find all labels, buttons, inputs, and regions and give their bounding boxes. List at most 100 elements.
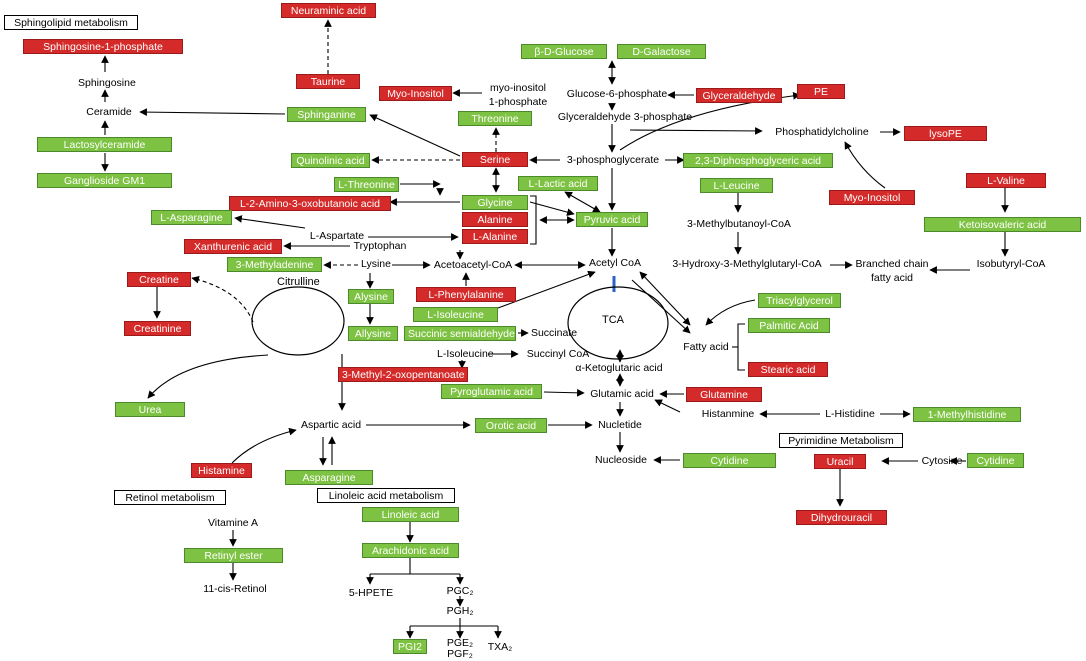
node-succinate: Succinate [530, 327, 578, 339]
node-triacylglycerol: Triacylglycerol [758, 293, 841, 308]
node-myo-inositol: Myo-Inositol [379, 86, 452, 101]
node-myo-inositol-2: Myo-Inositol [829, 190, 915, 205]
node-glyceraldehyde-3-phosphate: Glyceraldehyde 3-phosphate [557, 111, 693, 123]
node-sphingosine-1-phosphate: Sphingosine-1-phosphate [23, 39, 183, 54]
node-3-phosphoglycerate: 3-phosphoglycerate [566, 154, 660, 166]
node-3-methyl-2-oxopentanoate: 3-Methyl-2-oxopentanoate [338, 367, 468, 382]
node-ceramide: Ceramide [86, 106, 132, 118]
node-allysine: Allysine [348, 326, 398, 341]
node-taurine: Taurine [296, 74, 360, 89]
node-cytidine-2: Cytidine [967, 453, 1024, 468]
node-succinyl-coa: Succinyl CoA [526, 348, 590, 360]
node-5-hpete: 5-HPETE [348, 587, 394, 599]
edge-aspartate-asparagine [234, 215, 306, 229]
edge-acetyl-fattyacid-b [631, 279, 691, 334]
node-3-methyladenine: 3-Methyladenine [227, 257, 322, 272]
citrulline-cycle [251, 286, 345, 356]
node-histamine: Histamine [191, 463, 252, 478]
node-linoleic-acid: Linoleic acid [362, 507, 459, 522]
node-branched-chain-fatty-acid: Branched chain fatty acid [855, 258, 929, 284]
node-l-isoleucine: L-Isoleucine [437, 348, 494, 360]
node-palmitic-acid: Palmitic Acid [748, 318, 830, 333]
edge-acetyl-fattyacid [639, 271, 691, 326]
node-l-valine: L-Valine [966, 173, 1046, 188]
node-myo-inositol-1-phosphate: myo-inositol 1-phosphate [488, 82, 548, 108]
edge-sphinganine-ceramide [139, 108, 286, 116]
node-glucose-6-phosphate: Glucose-6-phosphate [566, 88, 668, 100]
node-l-alanine: L-Alanine [462, 229, 528, 244]
edge-pgh2-split [410, 618, 498, 627]
node-serine: Serine [462, 152, 528, 167]
node-ketoisovaleric-acid: Ketoisovaleric acid [924, 217, 1081, 232]
node-glutamic-acid: Glutamic acid [590, 388, 654, 400]
node-d-galactose: D-Galactose [617, 44, 706, 59]
node-l-phenylalanine: L-Phenylalanine [416, 287, 516, 302]
edge-arachidonic-split [370, 558, 460, 575]
node-alanine: Alanine [462, 212, 528, 227]
node-urea: Urea [115, 402, 185, 417]
node-retinyl-ester: Retinyl ester [184, 548, 283, 563]
node-phosphatidylcholine: Phosphatidylcholine [775, 126, 869, 138]
node-arachidonic-acid: Arachidonic acid [362, 543, 459, 558]
node-acetyl-coa: Acetyl CoA [589, 257, 641, 269]
node-pgc2: PGC₂ [446, 585, 474, 597]
node-l-histidine: L-Histidine [825, 408, 875, 420]
node-sphinganine: Sphinganine [287, 107, 366, 122]
edge-citrulline-creatine [191, 275, 254, 323]
node-asparagine: Asparagine [285, 470, 373, 485]
node-fatty-acid: Fatty acid [683, 341, 729, 353]
node-pgi2: PGI2 [393, 639, 427, 654]
node-ganglioside-gm1: Ganglioside GM1 [37, 173, 172, 188]
node-xanthurenic-acid: Xanthurenic acid [184, 239, 282, 254]
node-uracil: Uracil [814, 454, 866, 469]
tca-cycle [567, 286, 669, 360]
node-acetoacetyl-coa: Acetoacetyl-CoA [433, 259, 513, 271]
label-pyrimidine-metabolism: Pyrimidine Metabolism [779, 433, 903, 448]
node-tryptophan: Tryptophan [353, 240, 407, 252]
node-tca: TCA [602, 314, 624, 326]
node-11-cis-retinol: 11-cis-Retinol [203, 583, 267, 595]
node-vitamine-a: Vitamine A [207, 517, 258, 529]
node-citrulline: Citrulline [277, 276, 320, 288]
node-pyruvic-acid: Pyruvic acid [576, 212, 648, 227]
edge-histanmine-glutamic [654, 399, 681, 413]
node-nucletide: Nucletide [598, 419, 642, 431]
node-cytidine: Cytidine [683, 453, 776, 468]
node-threonine: Threonine [458, 111, 532, 126]
node-1-methylhistidine: 1-Methylhistidine [913, 407, 1021, 422]
edge-histamine-aspartic [231, 427, 297, 464]
node-l-threonine: L-Threonine [334, 177, 399, 192]
edge-fatty-bracket [737, 323, 745, 371]
node-orotic-acid: Orotic acid [475, 418, 547, 433]
node-quinolinic-acid: Quinolinic acid [291, 153, 370, 168]
node-dihydrouracil: Dihydrouracil [796, 510, 887, 525]
node-creatinine: Creatinine [124, 321, 191, 336]
node-neuraminic-acid: Neuraminic acid [281, 3, 376, 18]
edge-glycine-pyruvic [529, 201, 575, 216]
node-l-isoleucine-green: L-Isoleucine [413, 307, 498, 322]
edge-serine-sphinganine [369, 114, 461, 157]
node-beta-d-glucose: β-D-Glucose [521, 44, 607, 59]
edge-isoleucine-acetyl [497, 270, 596, 309]
edge-citrulline-urea [147, 354, 269, 399]
node-glyceraldehyde: Glyceraldehyde [696, 88, 782, 103]
label-sphingolipid-metabolism: Sphingolipid metabolism [4, 15, 138, 30]
node-pgh2: PGH₂ [446, 605, 474, 617]
label-linoleic-acid-metabolism: Linoleic acid metabolism [317, 488, 455, 503]
node-alpha-ketoglutaric-acid: α-Ketoglutaric acid [575, 362, 663, 374]
node-pyroglutamic-acid: Pyroglutamic acid [441, 384, 542, 399]
label-retinol-metabolism: Retinol metabolism [114, 490, 226, 505]
node-cytosine: Cytosine [921, 455, 963, 467]
node-aspartic-acid: Aspartic acid [300, 419, 362, 431]
node-lactosylceramide: Lactosylceramide [37, 137, 172, 152]
node-l-2-amino-3-oxobutanoic-acid: L-2-Amino-3-oxobutanoic acid [229, 196, 391, 211]
node-l-leucine: L-Leucine [700, 178, 773, 193]
edge-myoinositol-pc [844, 141, 886, 189]
edge-pyroglutamic-glutamic [543, 388, 585, 397]
node-pe: PE [797, 84, 845, 99]
node-l-lactic-acid: L-Lactic acid [518, 176, 598, 191]
node-nucleoside: Nucleoside [595, 454, 647, 466]
node-glycine: Glycine [462, 195, 528, 210]
